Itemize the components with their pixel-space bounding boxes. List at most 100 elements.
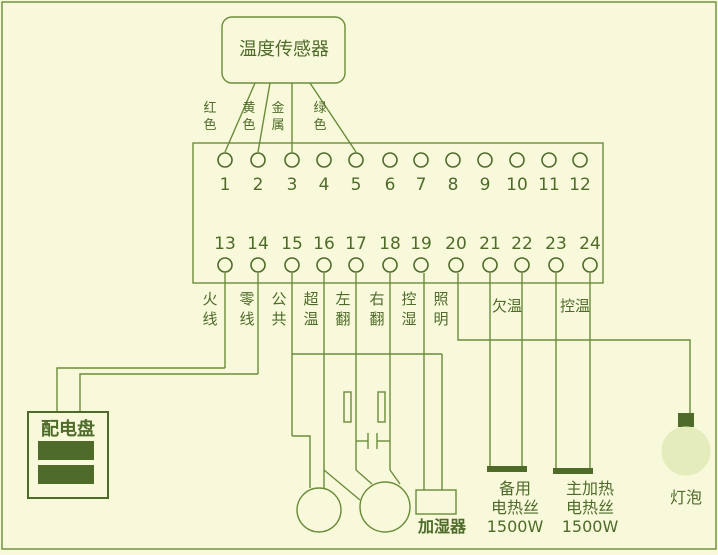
backup-heater-label-1: 备用 [499,479,531,498]
heater-main-bar [553,468,593,474]
top-terminal-number: 4 [319,175,330,195]
bottom-terminal-number: 14 [247,234,269,254]
label-flip-right-2: 翻 [369,310,384,328]
bottom-terminal-number: 21 [479,234,501,254]
top-terminal-number: 3 [287,175,298,195]
label-common-1: 公 [271,290,286,308]
net-to-motor2-b [355,469,373,485]
bottom-terminal-17 [348,257,364,273]
bottom-terminal-23 [548,257,564,273]
label-flip-left-1: 左 [335,290,350,308]
main-heater-label-1: 主加热 [566,479,614,498]
wire-13-panel [56,367,225,412]
switch-left [343,391,352,423]
top-terminal-3 [284,152,300,168]
label-neutral-1: 零 [239,290,254,308]
motor-turner [359,481,411,533]
top-terminal-7 [413,152,429,168]
bottom-terminal-number: 15 [281,234,303,254]
top-terminal-number: 1 [220,175,231,195]
humidifier-label: 加湿器 [417,517,467,536]
label-neutral-2: 线 [239,310,254,328]
bulb-label: 灯泡 [670,488,702,507]
label-lighting-1: 照 [433,290,448,308]
label-flip-right-1: 右 [369,290,384,308]
bottom-terminal-number: 19 [410,234,432,254]
bottom-terminal-number: 17 [345,234,367,254]
main-heater-label-3: 1500W [562,517,619,536]
bulb-socket [678,413,694,427]
bottom-terminal-number: 18 [379,234,401,254]
bottom-terminal-19 [413,257,429,273]
label-flip-left-2: 翻 [335,310,350,328]
sensor-wire-metal-label-1: 金 [271,100,284,116]
switch-right [377,391,386,423]
label-live-1: 火 [202,290,217,308]
bottom-terminal-22 [514,257,530,273]
top-terminal-number: 7 [416,175,427,195]
bottom-terminal-14 [250,257,266,273]
sensor-wire-green-label-2: 色 [313,117,326,133]
label-overtemp-1: 超 [303,290,318,308]
top-terminal-10 [509,152,525,168]
label-humidity-ctrl-2: 湿 [401,310,416,328]
top-terminal-number: 2 [253,175,264,195]
sensor-wire-yellow-label-1: 黄 [242,101,255,116]
sensor-wire-metal-label-2: 属 [271,118,284,133]
panel-breaker-bottom [38,465,94,484]
bottom-terminal-16 [316,257,332,273]
bottom-terminal-20 [448,257,464,273]
bottom-terminal-15 [284,257,300,273]
top-terminal-5 [348,152,364,168]
sensor-wire-green-label-1: 绿 [313,101,326,116]
motor-overtemp-fan [296,487,342,533]
label-overtemp-2: 温 [303,310,318,328]
bottom-terminal-number: 13 [214,234,236,254]
main-heater-label-2: 电热丝 [566,498,614,517]
top-terminal-4 [316,152,332,168]
sensor-wire-green [309,82,357,153]
top-terminal-2 [250,152,266,168]
heater-backup-bar [487,466,527,472]
panel-title: 配电盘 [41,418,95,440]
humidifier-box [415,489,457,515]
backup-heater-label-3: 1500W [487,517,544,536]
label-humidity-ctrl-1: 控 [401,290,416,308]
top-terminal-number: 9 [480,175,491,195]
net-to-motor2-c [389,469,401,485]
bottom-terminal-13 [217,257,233,273]
bottom-terminal-24 [582,257,598,273]
bottom-terminal-18 [382,257,398,273]
top-terminal-number: 12 [569,175,591,195]
label-common-2: 共 [271,310,286,328]
top-terminal-12 [572,152,588,168]
panel-breaker-top [38,441,94,460]
sensor-wire-red-label-2: 色 [203,117,216,133]
sensor-wire-red-label-1: 红 [203,100,216,116]
top-terminal-9 [477,152,493,168]
bottom-terminal-number: 23 [545,234,567,254]
label-lighting-2: 明 [433,310,448,328]
wire-15-motor1 [292,435,311,488]
sensor-wire-yellow-label-2: 色 [242,117,255,133]
top-terminal-number: 11 [538,175,560,195]
top-terminal-number: 6 [385,175,396,195]
net-to-motor2-a [323,469,361,501]
wire-14-panel [79,373,258,412]
top-terminal-11 [541,152,557,168]
top-terminal-8 [445,152,461,168]
controller-box [192,142,604,284]
top-terminal-6 [382,152,398,168]
top-terminal-number: 8 [448,175,459,195]
bulb-icon [661,426,711,476]
backup-heater-label-2: 电热丝 [491,498,539,517]
bottom-terminal-number: 22 [511,234,533,254]
bottom-terminal-number: 16 [313,234,335,254]
bottom-terminal-21 [482,257,498,273]
wire-20-bulb [457,273,691,413]
label-temp-ctrl: 控温 [560,297,590,315]
sensor-wire-yellow [257,82,271,153]
sensor-box [221,16,346,84]
top-terminal-number: 10 [506,175,528,195]
